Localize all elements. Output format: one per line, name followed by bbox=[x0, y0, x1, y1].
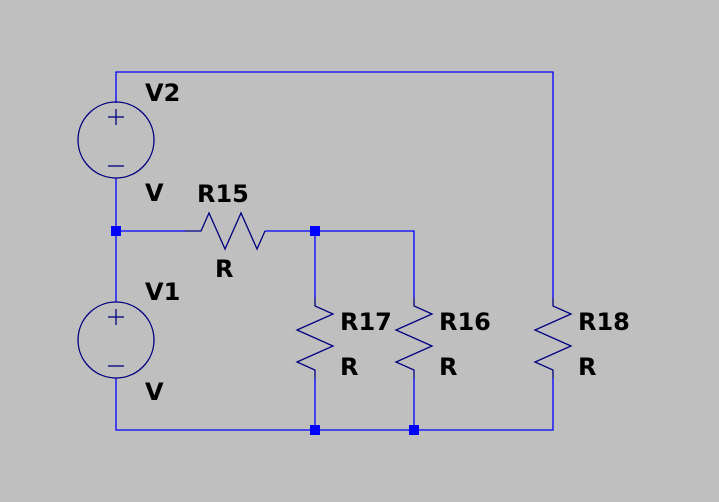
r16-zigzag-icon bbox=[394, 298, 434, 378]
junction-bottom-r17 bbox=[310, 425, 320, 435]
r15-name-label: R15 bbox=[197, 180, 249, 208]
r17-zigzag-icon bbox=[295, 298, 335, 378]
r15-zigzag-icon bbox=[185, 211, 266, 251]
resistor-r15[interactable] bbox=[185, 211, 266, 251]
r18-zigzag-icon bbox=[533, 298, 573, 378]
v2-value-label: V bbox=[145, 179, 164, 207]
wire-bottom[interactable] bbox=[115, 378, 554, 431]
r17-name-label: R17 bbox=[340, 308, 392, 336]
v2-name-label: V2 bbox=[145, 79, 180, 107]
wires bbox=[115, 71, 554, 431]
resistor-r17[interactable] bbox=[295, 298, 335, 378]
resistor-r16[interactable] bbox=[394, 298, 434, 378]
resistor-r18[interactable] bbox=[533, 298, 573, 378]
junction-left-mid bbox=[111, 226, 121, 236]
junction-bottom-r16 bbox=[409, 425, 419, 435]
v1-value-label: V bbox=[145, 378, 164, 406]
r15-value-label: R bbox=[215, 255, 233, 283]
labels: V2 V V1 V R15 R R17 R R16 R R18 R bbox=[145, 79, 630, 406]
v1-circle bbox=[77, 301, 155, 379]
voltage-source-v1[interactable] bbox=[77, 301, 155, 379]
r18-name-label: R18 bbox=[578, 308, 630, 336]
voltage-source-v2[interactable] bbox=[77, 101, 155, 179]
wire-node-to-r16-top[interactable] bbox=[315, 230, 415, 298]
wire-top[interactable] bbox=[115, 71, 554, 298]
r16-name-label: R16 bbox=[439, 308, 491, 336]
r17-value-label: R bbox=[340, 353, 358, 381]
junction-r15-right bbox=[310, 226, 320, 236]
junctions bbox=[111, 226, 419, 435]
v2-circle bbox=[77, 101, 155, 179]
r18-value-label: R bbox=[578, 353, 596, 381]
v1-name-label: V1 bbox=[145, 278, 180, 306]
r16-value-label: R bbox=[439, 353, 457, 381]
